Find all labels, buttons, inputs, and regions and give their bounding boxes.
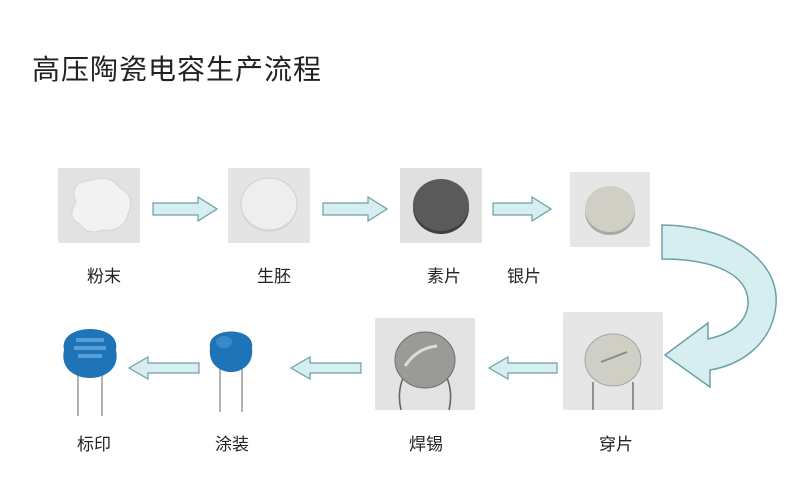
soldered-disc-image [375, 318, 475, 410]
step-label-coating: 涂装 [215, 435, 249, 455]
leaded-disc-image [563, 312, 663, 410]
marked-capacitor-photo [52, 312, 128, 416]
arrow-right-3 [492, 196, 552, 222]
blue-capacitor-photo [198, 312, 264, 412]
blue-capacitor-image [209, 331, 253, 412]
dark-disc-image [400, 168, 482, 243]
green-disc-photo [228, 168, 310, 243]
powder-photo [58, 168, 140, 243]
arrow-left-2 [290, 356, 362, 380]
silver-disc-image [570, 172, 650, 247]
dark-disc-photo [400, 168, 482, 243]
powder-image [58, 168, 140, 243]
step-label-soldering: 焊锡 [409, 435, 443, 455]
arrow-left-3 [128, 356, 200, 380]
curved-arrow-down [661, 224, 777, 389]
step-label-bisque-disc: 素片 [427, 267, 461, 287]
arrow-right-2 [322, 196, 388, 222]
soldered-disc-photo [375, 318, 475, 410]
marked-capacitor-image [63, 329, 117, 416]
page-title: 高压陶瓷电容生产流程 [32, 53, 323, 86]
step-label-marking: 标印 [77, 435, 111, 455]
leaded-disc-photo [563, 312, 663, 410]
step-label-lead-insertion: 穿片 [599, 435, 633, 455]
arrow-left-1 [488, 356, 558, 380]
green-disc-image [228, 168, 310, 243]
step-label-powder: 粉末 [87, 267, 121, 287]
arrow-right-1 [152, 196, 218, 222]
silver-disc-photo [570, 172, 650, 247]
step-label-green-body: 生胚 [257, 267, 291, 287]
step-label-silver-disc: 银片 [507, 267, 541, 287]
